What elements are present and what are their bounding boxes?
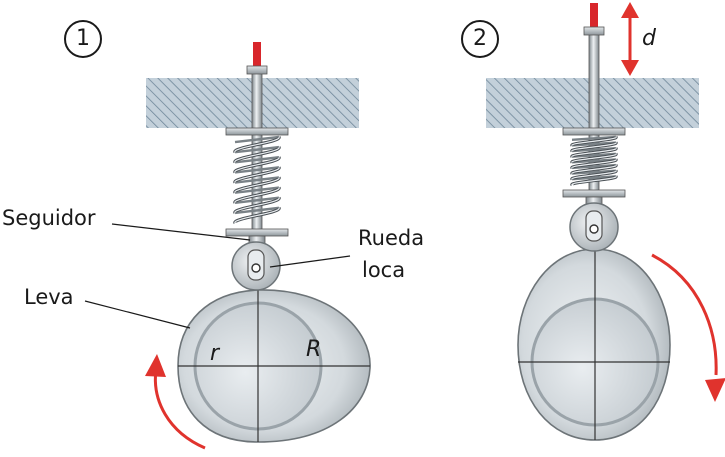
follower-label: Seguidor [2, 206, 96, 230]
rod-tip-2 [590, 3, 598, 32]
rod-tip-1 [253, 42, 261, 72]
spring-coil-back [234, 176, 280, 184]
spring-coil-back [571, 141, 617, 147]
spring-coil-highlight [571, 136, 617, 147]
rotation-arrow-1 [153, 369, 206, 450]
spring-coil-back [234, 206, 280, 215]
step-2-badge: 2 [461, 20, 499, 58]
spring-coil-back [234, 186, 280, 194]
spring-coil-back [571, 158, 617, 164]
spring-coil-back [571, 152, 617, 158]
spring-coil-highlight [571, 170, 617, 180]
spring-coil-back [571, 175, 617, 181]
spring-coil-highlight [234, 146, 280, 163]
spring-coil-highlight [234, 197, 280, 214]
spring-coil-highlight [234, 187, 280, 204]
spring-1 [233, 135, 281, 225]
spring-coil-back [571, 135, 617, 142]
idler-wheel-label-line2: loca [362, 258, 406, 282]
spring-coil-highlight [234, 136, 280, 153]
spring-coil-highlight [571, 158, 617, 169]
spring-coil-highlight [234, 156, 280, 174]
displacement-label: d [642, 26, 656, 51]
spring-coil-back [234, 145, 280, 154]
spring-coil-back [234, 135, 280, 144]
spring-coil-highlight [571, 147, 617, 158]
spring-coil-back [234, 196, 280, 205]
spring-coil-highlight [571, 164, 617, 175]
panel-2 [486, 2, 725, 441]
spring-coil-highlight [234, 207, 280, 224]
small-radius-label: r [210, 341, 220, 366]
spring-coil-highlight [234, 176, 280, 194]
rotation-arrow-2 [651, 253, 718, 376]
spring-coil-back [571, 147, 617, 153]
spring-2 [570, 135, 618, 187]
cam-label: Leva [24, 285, 74, 309]
spring-coil-back [571, 169, 617, 175]
spring-coil-highlight [234, 166, 280, 184]
spring-coil-highlight [571, 175, 617, 186]
panel-1 [84, 42, 371, 450]
large-radius-label: R [306, 337, 322, 362]
spring-coil-back [234, 166, 280, 174]
spring-coil-highlight [571, 142, 617, 152]
spring-coil-highlight [571, 153, 617, 163]
spring-coil-back [234, 156, 280, 164]
idler-wheel-label-line1: Rueda [358, 226, 425, 250]
spring-coil-back [571, 163, 617, 170]
step-1-badge: 1 [64, 20, 102, 58]
